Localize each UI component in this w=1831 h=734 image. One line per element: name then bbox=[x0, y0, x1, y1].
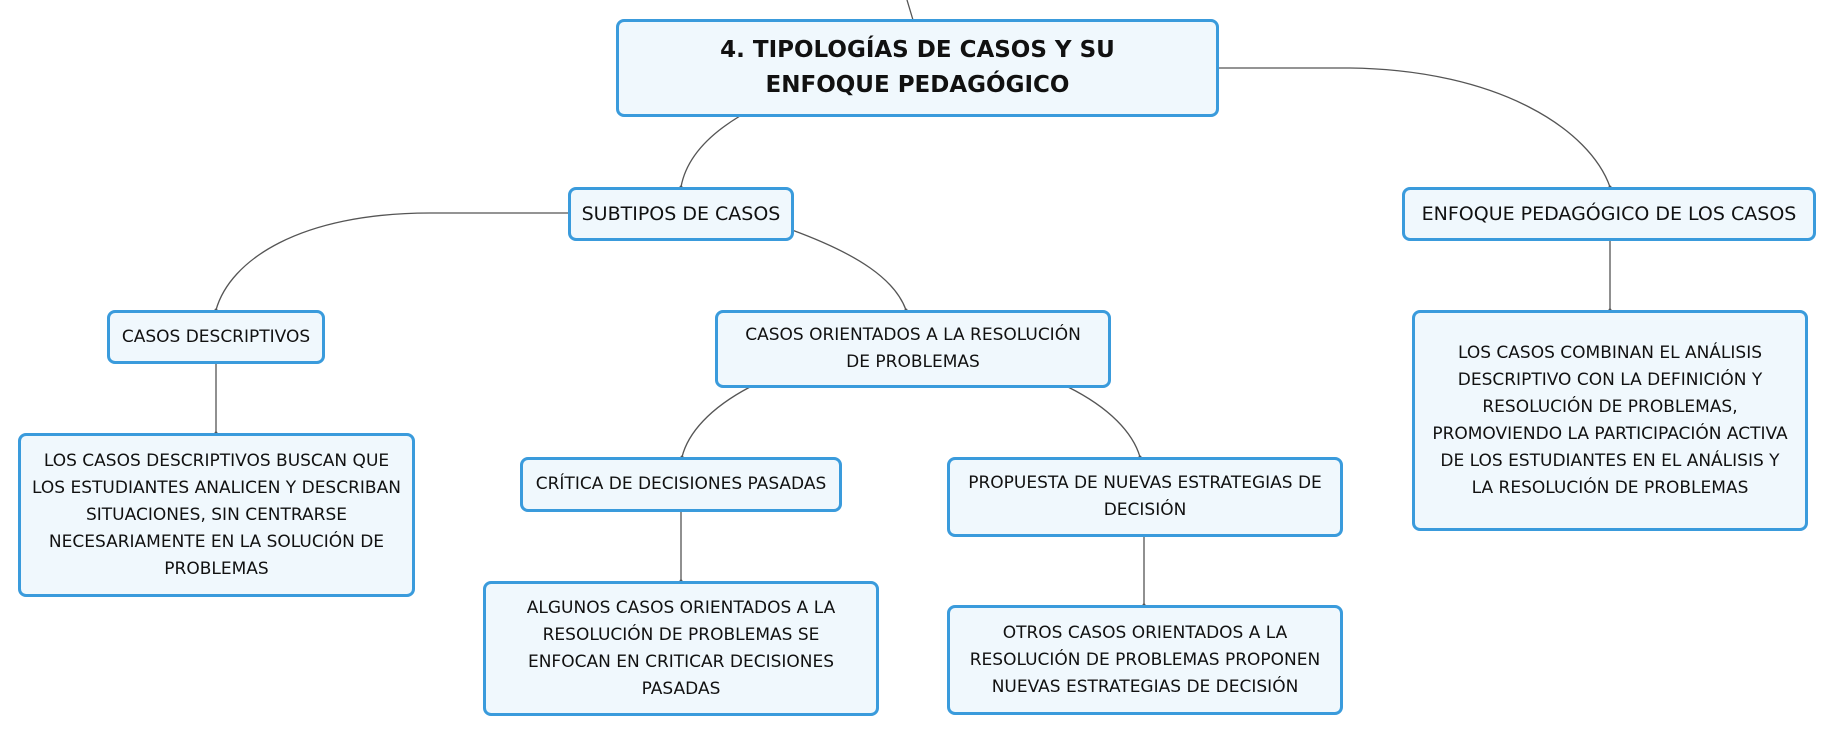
node-casos-descriptivos[interactable]: CASOS DESCRIPTIVOS bbox=[107, 310, 325, 364]
node-enfoque-detail[interactable]: LOS CASOS COMBINAN EL ANÁLISIS DESCRIPTI… bbox=[1412, 310, 1808, 531]
connector-root-enfoque bbox=[1218, 67, 1611, 188]
node-enfoque-pedagogico[interactable]: ENFOQUE PEDAGÓGICO DE LOS CASOS bbox=[1402, 187, 1816, 241]
node-propuesta-label: PROPUESTA DE NUEVAS ESTRATEGIAS DE DECIS… bbox=[968, 473, 1322, 520]
node-descriptivos-detail[interactable]: LOS CASOS DESCRIPTIVOS BUSCAN QUE LOS ES… bbox=[18, 433, 415, 597]
node-enfoque-label: ENFOQUE PEDAGÓGICO DE LOS CASOS bbox=[1421, 202, 1797, 225]
node-resolucion-problemas[interactable]: CASOS ORIENTADOS A LA RESOLUCIÓN DE PROB… bbox=[715, 310, 1111, 388]
root-node-label: 4. TIPOLOGÍAS DE CASOS Y SU ENFOQUE PEDA… bbox=[720, 37, 1115, 98]
connector-resolucion-critica bbox=[681, 386, 751, 458]
node-critica-detail-text: ALGUNOS CASOS ORIENTADOS A LA RESOLUCIÓN… bbox=[526, 597, 836, 699]
node-subtipos-de-casos[interactable]: SUBTIPOS DE CASOS bbox=[568, 187, 794, 241]
node-critica-detail[interactable]: ALGUNOS CASOS ORIENTADOS A LA RESOLUCIÓN… bbox=[483, 581, 879, 716]
connector-subtipos-resolucion bbox=[791, 229, 907, 311]
node-enfoque-detail-text: LOS CASOS COMBINAN EL ANÁLISIS DESCRIPTI… bbox=[1432, 342, 1788, 498]
node-descriptivos-detail-text: LOS CASOS DESCRIPTIVOS BUSCAN QUE LOS ES… bbox=[32, 450, 401, 579]
node-subtipos-label: SUBTIPOS DE CASOS bbox=[581, 202, 781, 225]
connector-subtipos-descriptivos bbox=[215, 212, 570, 311]
node-resolucion-label: CASOS ORIENTADOS A LA RESOLUCIÓN DE PROB… bbox=[745, 325, 1081, 372]
root-node[interactable]: 4. TIPOLOGÍAS DE CASOS Y SU ENFOQUE PEDA… bbox=[616, 19, 1219, 117]
connector-resolucion-propuesta bbox=[1067, 386, 1141, 458]
connector-from-parent bbox=[906, 0, 914, 21]
node-descriptivos-label: CASOS DESCRIPTIVOS bbox=[121, 326, 311, 347]
node-critica-label: CRÍTICA DE DECISIONES PASADAS bbox=[535, 474, 827, 494]
connector-root-subtipos bbox=[680, 115, 741, 188]
node-propuesta-estrategias[interactable]: PROPUESTA DE NUEVAS ESTRATEGIAS DE DECIS… bbox=[947, 457, 1343, 537]
node-propuesta-detail[interactable]: OTROS CASOS ORIENTADOS A LA RESOLUCIÓN D… bbox=[947, 605, 1343, 715]
node-critica-decisiones[interactable]: CRÍTICA DE DECISIONES PASADAS bbox=[520, 457, 842, 512]
node-propuesta-detail-text: OTROS CASOS ORIENTADOS A LA RESOLUCIÓN D… bbox=[969, 622, 1321, 697]
